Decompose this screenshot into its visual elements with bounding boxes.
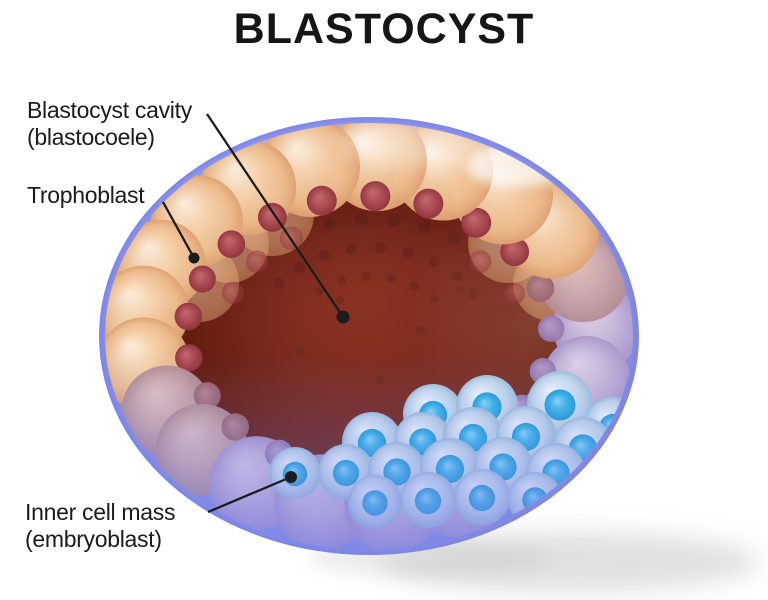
page-title: BLASTOCYST [233,5,535,53]
label-trophoblast: Trophoblast [27,182,145,209]
label-blastocyst-cavity: Blastocyst cavity (blastocoele) [27,97,192,151]
label-blastocyst-cavity-line1: Blastocyst cavity [27,97,192,123]
label-trophoblast-line1: Trophoblast [27,182,145,208]
label-inner-cell-mass: Inner cell mass (embryoblast) [25,499,175,553]
label-blastocyst-cavity-line2: (blastocoele) [27,124,155,150]
label-inner-cell-mass-line1: Inner cell mass [25,499,176,525]
label-inner-cell-mass-line2: (embryoblast) [25,526,162,552]
